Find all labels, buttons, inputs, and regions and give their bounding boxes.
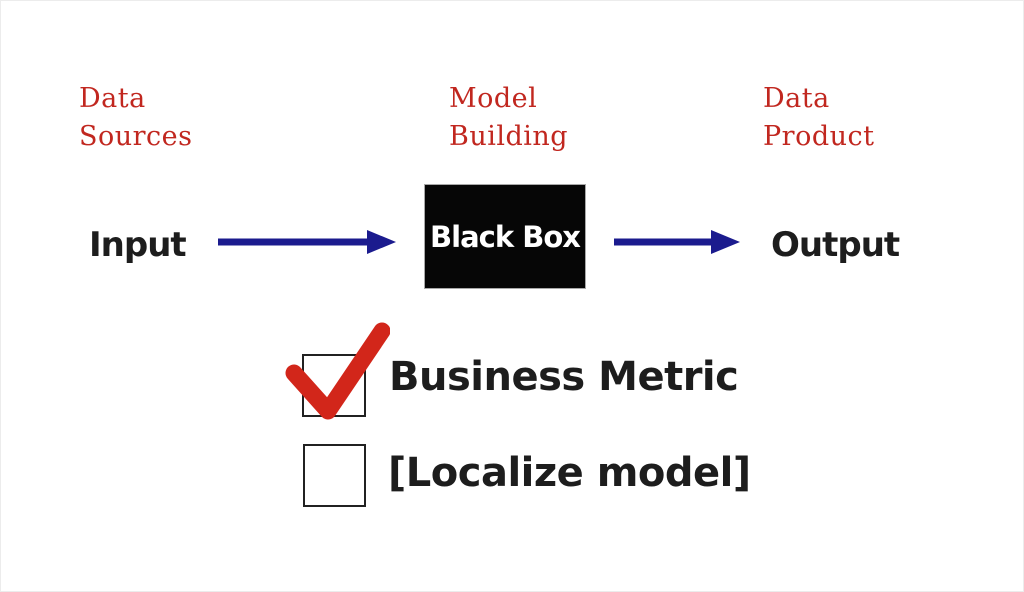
checklist-label-localize-model: [Localize model]	[388, 450, 751, 496]
arrow-right-icon	[614, 230, 740, 254]
stage-label-data-sources: Data Sources	[79, 83, 193, 152]
output-label: Output	[771, 225, 900, 265]
checkbox-localize-model	[303, 444, 366, 507]
checkmark-icon	[285, 322, 390, 420]
checklist-label-business-metric: Business Metric	[389, 354, 739, 400]
stage-label-data-product: Data Product	[763, 83, 875, 152]
stage-label-model-building: Model Building	[449, 83, 569, 152]
input-label: Input	[89, 225, 187, 265]
black-box-label: Black Box	[430, 219, 581, 254]
arrow-right-icon	[218, 230, 396, 254]
black-box: Black Box	[424, 184, 586, 289]
